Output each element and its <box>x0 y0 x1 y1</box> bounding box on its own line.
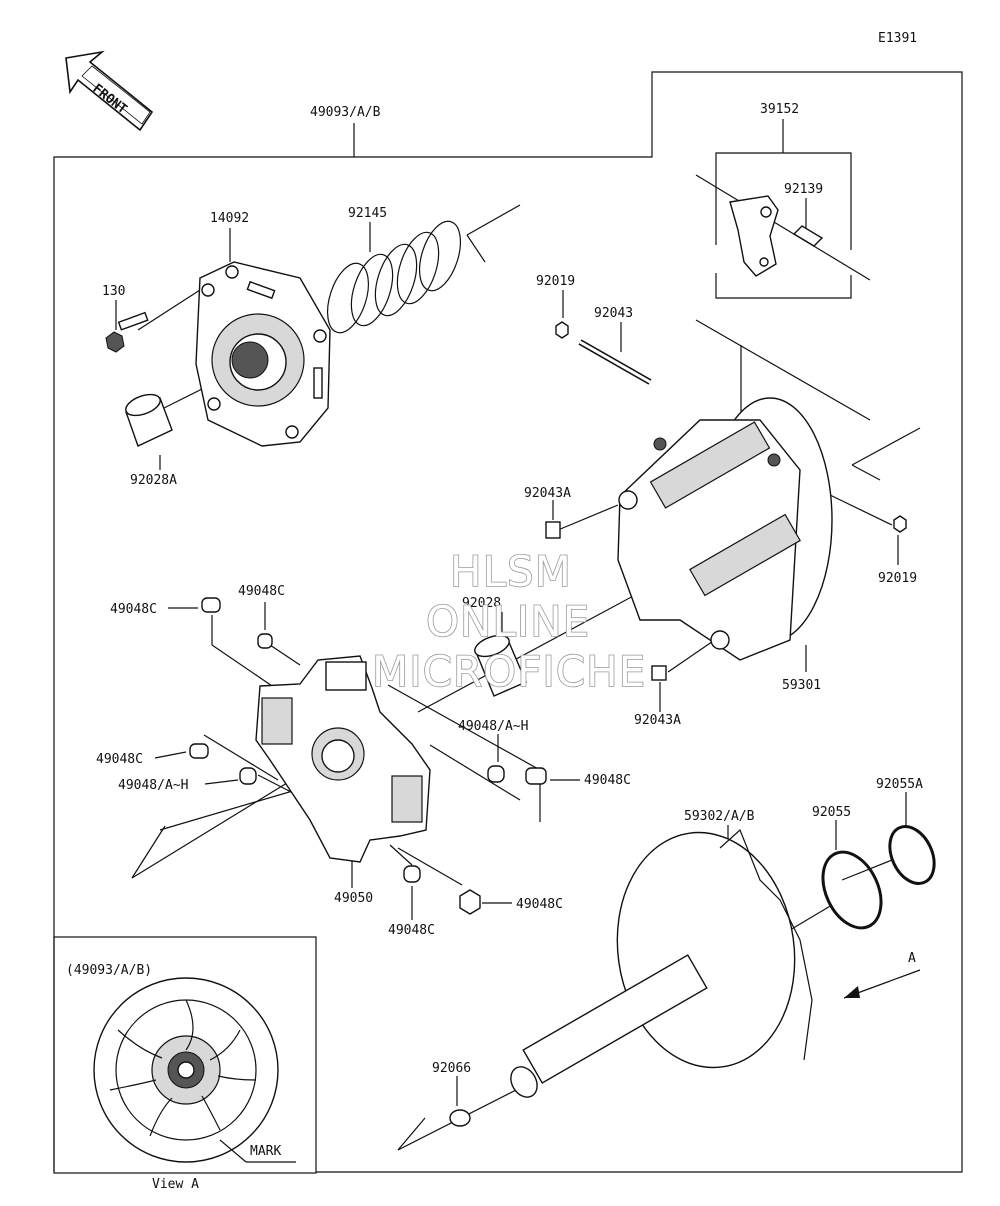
label-49048C-2: 49048C <box>238 584 285 599</box>
label-92019-right: 92019 <box>878 571 917 586</box>
label-92066: 92066 <box>432 1061 471 1076</box>
label-130: 130 <box>102 284 125 299</box>
diagram-id: E1391 <box>878 31 917 46</box>
o-ring-92055A <box>888 825 936 885</box>
label-49048C-3: 49048C <box>96 752 143 767</box>
pin-92043A-bottom <box>651 665 667 681</box>
label-49050: 49050 <box>334 891 373 906</box>
inset-mark-label: MARK <box>250 1144 281 1159</box>
pin-92043A-top <box>545 521 561 539</box>
bushing-92028 <box>474 634 527 697</box>
spider-49050 <box>255 655 431 863</box>
front-arrow-icon <box>65 50 154 132</box>
label-92043: 92043 <box>594 306 633 321</box>
spring-92145 <box>326 220 462 334</box>
label-49048C-1: 49048C <box>110 602 157 617</box>
nut-92019-top <box>555 321 569 339</box>
assembly-frame <box>53 71 963 1174</box>
pin-92043 <box>578 339 652 385</box>
sheave-59301 <box>617 397 833 661</box>
cap-49048C-6 <box>459 889 481 915</box>
cap-49048C-2 <box>257 633 273 649</box>
label-92043A-top: 92043A <box>524 486 571 501</box>
label-49048C-5: 49048C <box>388 923 435 938</box>
plug-92066 <box>449 1109 471 1127</box>
leader-lines <box>115 174 921 1151</box>
watermark-line-3: MICROFICHE <box>372 647 646 696</box>
weight-39152 <box>729 195 779 277</box>
watermark-line-1: HLSM <box>450 547 572 596</box>
part-labels: 49093/A/B 39152 92139 14092 92145 130 92… <box>96 102 923 1076</box>
label-92139: 92139 <box>784 182 823 197</box>
roller-49048-AH-1 <box>239 767 257 785</box>
label-59301: 59301 <box>782 678 821 693</box>
label-92055A: 92055A <box>876 777 923 792</box>
label-49048C-4: 49048C <box>584 773 631 788</box>
cap-49048C-4 <box>525 767 547 785</box>
label-14092: 14092 <box>210 211 249 226</box>
kit-39152-box <box>715 119 852 299</box>
label-92028A: 92028A <box>130 473 177 488</box>
label-92043A-bottom: 92043A <box>634 713 681 728</box>
cap-49048C-1 <box>201 597 221 613</box>
label-49093: 49093/A/B <box>310 105 381 120</box>
cap-49048C-3 <box>189 743 209 759</box>
label-49048C-6: 49048C <box>516 897 563 912</box>
cover-plate-14092 <box>195 261 331 447</box>
sheave-59302 <box>510 828 813 1098</box>
inset-caption: View A <box>152 1177 199 1192</box>
inset-title: (49093/A/B) <box>66 963 152 978</box>
nut-92019-right <box>893 515 907 533</box>
label-view-a-marker: A <box>908 951 916 966</box>
pin-92139 <box>792 225 824 247</box>
label-92145: 92145 <box>348 206 387 221</box>
roller-49048-AH-2 <box>487 765 505 783</box>
view-a-arrow-icon <box>843 969 921 999</box>
o-ring-92055 <box>821 850 883 930</box>
bolt-130 <box>105 311 149 353</box>
bushing-92028A <box>125 393 173 447</box>
label-92055: 92055 <box>812 805 851 820</box>
label-49048-AH-1: 49048/A~H <box>458 719 528 734</box>
label-92028: 92028 <box>462 596 501 611</box>
inset-sheave-view <box>93 977 296 1163</box>
watermark: HLSM ONLINE MICROFICHE <box>371 546 646 697</box>
watermark-line-2: ONLINE <box>426 597 590 646</box>
label-49048-AH-2: 49048/A~H <box>118 778 188 793</box>
label-39152: 39152 <box>760 102 799 117</box>
label-92019-top: 92019 <box>536 274 575 289</box>
label-59302: 59302/A/B <box>684 809 755 824</box>
cap-49048C-5 <box>403 865 421 883</box>
